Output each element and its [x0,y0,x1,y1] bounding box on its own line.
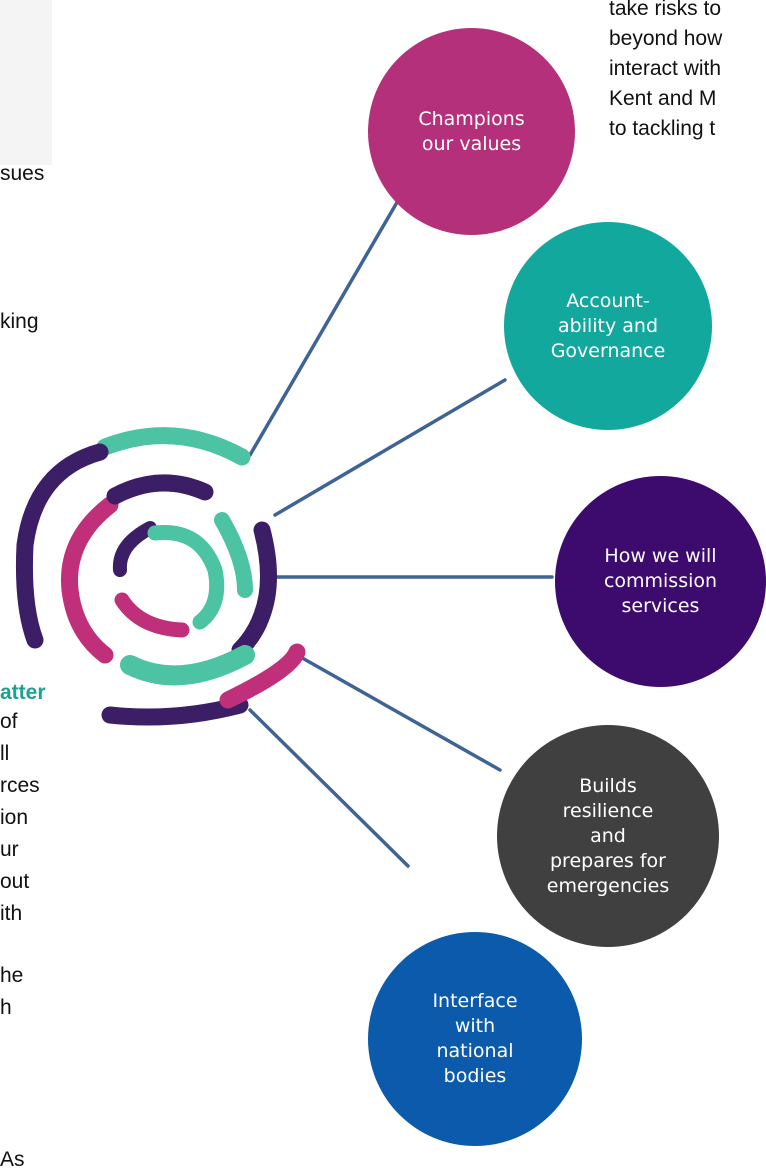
connector-line [273,378,507,517]
left-text-fragment: ion [0,806,29,829]
left-text-fragment: h [0,996,12,1019]
paragraph-line: take risks to [609,0,722,20]
node-label-line: Builds [579,774,637,797]
node-label-line: with [454,1015,496,1037]
ring-arc [231,521,277,659]
ring-arc [101,696,249,726]
left-text-fragment: ith [0,902,23,925]
paragraph-line: Kent and M [609,87,717,110]
paragraph-line: interact with [609,57,722,80]
ring-arc [214,512,253,598]
connector-line [295,653,502,772]
left-text-fragment: ur [0,838,19,861]
left-text-fragment: rces [0,774,40,797]
top-right-paragraph: take risks to beyond how interact with K… [609,0,722,144]
node-label-line: our values [421,132,522,155]
ring-arc [147,524,225,630]
node-label-line: Governance [550,339,666,362]
node-label-line: How we will [604,545,717,567]
ring-arc [15,443,109,649]
left-text-fragment: sues [0,162,45,185]
node-builds-resilience: Builds resilience and prepares for emerg… [497,725,719,947]
node-label-line: commission [603,570,718,592]
connector-line [248,708,410,868]
paragraph-line: beyond how [609,27,723,50]
ring-arc [96,427,251,466]
node-label-line: bodies [443,1065,507,1087]
left-text-fragment: ll [0,742,10,765]
node-label-line: services [621,595,700,617]
node-interface-national-bodies: Interface with national bodies [368,932,582,1146]
ring-arc [120,645,255,686]
left-text-fragment: out [0,870,30,893]
node-label-line: Interface [432,990,518,1012]
paragraph-line: to tackling t [609,117,716,140]
ring-arc [219,643,306,709]
node-label-line: ability and [557,314,659,337]
node-label-line: resilience [562,799,654,822]
node-label-line: Champions [418,107,525,130]
left-text-heading-fragment: atter [0,681,46,704]
node-champions-our-values: Champions our values [368,28,575,235]
left-text-fragment: he [0,964,24,987]
ring-arc [112,521,157,577]
node-label-line: and [590,824,626,847]
left-text-fragment: of [0,710,18,733]
left-text-fragment: king [0,310,39,333]
node-accountability-governance: Account- ability and Governance [504,222,712,430]
ring-arc [106,474,214,505]
node-how-we-will-commission-services: How we will commission services [555,476,766,687]
top-left-panel [0,0,52,165]
node-label-line: emergencies [546,874,670,897]
node-label-line: prepares for [549,849,666,872]
node-label-line: Account- [566,289,650,312]
connector-line [248,178,412,457]
ring-arc [114,592,190,638]
node-label-line: national [436,1040,514,1062]
ring-arc [61,496,119,664]
